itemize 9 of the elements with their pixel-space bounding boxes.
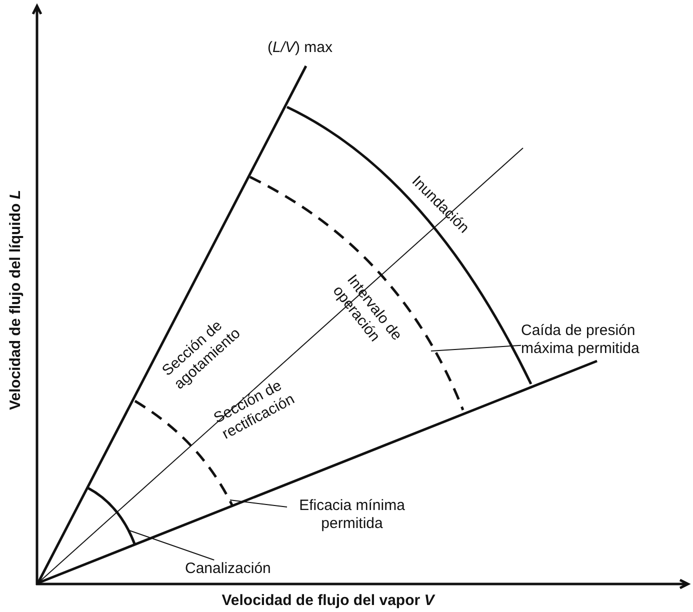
leader-line (430, 344, 522, 352)
leader-line (230, 500, 288, 508)
line-label: (L/V) max (268, 39, 332, 57)
annotation-text: Canalización (185, 560, 295, 578)
annotation-text: Caída de presión máxima permitida (521, 322, 691, 358)
annotation-text: Eficacia mínima permitida (287, 497, 417, 533)
leader-line (128, 530, 215, 560)
axis-title: Velocidad de flujo del líquido L (7, 190, 25, 410)
axis-title: Velocidad de flujo del vapor V (222, 592, 434, 610)
